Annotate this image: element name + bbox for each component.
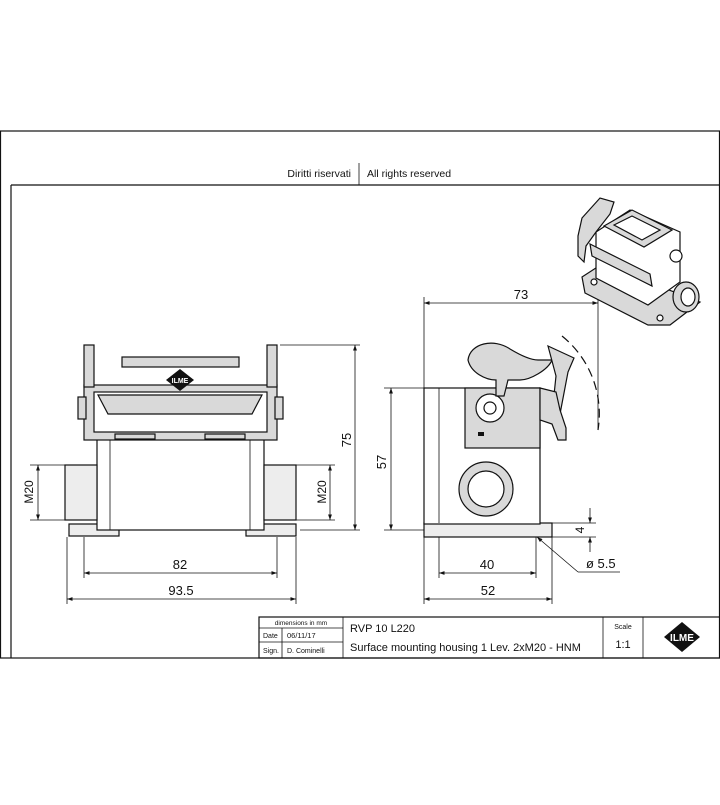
dim-hole-diameter-label: ø 5.5 [586,556,616,571]
side-base-plate [423,522,553,538]
sign-label: Sign. [263,648,279,655]
dim-82-label: 82 [173,557,187,572]
gland-left [64,464,98,521]
scale-value: 1:1 [615,639,630,651]
units-note: dimensions in mm [275,620,327,627]
iso-opening-inner [612,215,662,241]
side-lever-hook [467,342,553,397]
title-block-frame [258,616,720,659]
side-pin-marker [478,432,484,436]
dim-40-label: 40 [480,557,494,572]
iso-lever [577,197,615,264]
front-clip-right [204,433,246,440]
date-label: Date [263,633,278,640]
scale-label: Scale [614,624,632,631]
dim-m20-right-label: M20 [315,480,329,504]
front-dimensions: 82 93.5 75 M20 M20 [22,344,360,604]
front-lever-post-right [266,344,278,388]
side-swing-arc [561,335,600,431]
dim-leader-hole-diag [536,536,579,573]
front-logo-icon [166,369,194,391]
iso-gland-inner [680,287,696,307]
iso-mount-hole-right [656,314,664,322]
iso-pivot [669,249,683,263]
side-dimensions: 73 57 4 40 52 ø 5.5 [374,287,620,604]
dim-m20-left-label: M20 [22,480,36,504]
front-view: ILME [64,344,297,537]
isometric-view [577,197,702,326]
dim-52-label: 52 [481,583,495,598]
title-logo-icon [664,622,700,652]
gland-right [263,464,297,521]
iso-mount-hole-left [590,278,598,286]
rights-text-en: All rights reserved [367,168,451,180]
part-description: Surface mounting housing 1 Lev. 2xM20 - … [350,642,581,654]
front-cover-lip [121,356,240,368]
front-clip-left [114,433,156,440]
rights-text-it: Diritti riservati [287,168,351,180]
title-block: dimensions in mm Date 06/11/17 Sign. D. … [258,616,720,659]
sign-value: D. Cominelli [287,648,325,655]
front-lever-post-left [83,344,95,388]
front-pin-right [274,396,284,420]
side-pivot-hole [483,401,497,415]
front-pin-left [77,396,87,420]
iso-lever-bar [589,242,653,288]
side-view [423,335,600,538]
title-logo-text: ILME [670,633,694,644]
side-latch-clip [539,387,567,441]
dim-4-label: 4 [573,526,587,533]
side-gland-inner [467,470,505,508]
front-body [96,437,265,531]
dim-93-5-label: 93.5 [168,583,193,598]
dim-73-label: 73 [514,287,528,302]
side-upper-panel [464,387,541,449]
date-value: 06/11/17 [287,631,316,640]
part-code: RVP 10 L220 [350,623,415,635]
dim-57-label: 57 [374,455,389,469]
front-lever-bar [97,394,263,415]
dim-75-label: 75 [339,433,354,447]
front-logo-text: ILME [172,378,189,385]
